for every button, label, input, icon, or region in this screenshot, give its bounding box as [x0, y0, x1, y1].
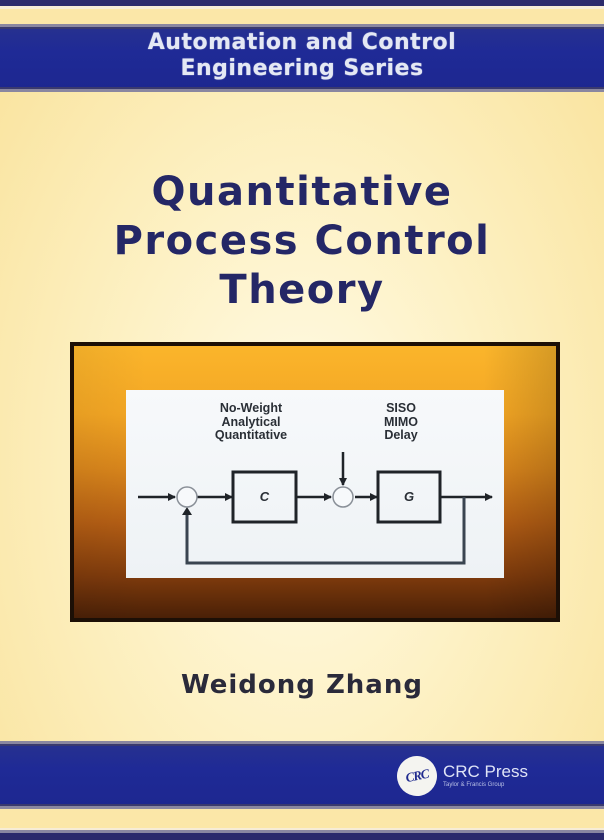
author-name: Weidong Zhang	[181, 670, 423, 700]
top-navy-edge	[0, 0, 604, 6]
publisher-band	[0, 744, 604, 806]
label-quantitative: Quantitative	[214, 428, 288, 442]
title-line-2: Process Control	[113, 218, 491, 264]
plant-block-label: G	[403, 489, 415, 504]
label-delay: Delay	[384, 428, 418, 442]
label-analytical: Analytical	[221, 414, 281, 429]
controller-labels: No-Weight Analytical Quantitative	[186, 401, 316, 443]
summing-junction-2	[332, 486, 354, 508]
top-light-line	[0, 6, 604, 9]
diagram-panel: No-Weight Analytical Quantitative SISO M…	[126, 390, 504, 578]
top-grey-line	[0, 24, 604, 27]
bottom-cream-strip	[0, 809, 604, 828]
title-line-1: Quantitative	[151, 169, 453, 215]
title-line-3: Theory	[219, 267, 385, 313]
label-mimo: MIMO	[383, 414, 419, 429]
series-line-2: Engineering Series	[180, 56, 424, 81]
series-band	[0, 27, 604, 89]
controller-block-label: C	[259, 489, 270, 504]
publisher-name: CRC Press	[443, 762, 529, 781]
publisher-logo: CRC CRC Press Taylor & Francis Group	[393, 752, 528, 800]
feedback-loop-diagram	[138, 452, 493, 565]
plant-labels: SISO MIMO Delay	[356, 401, 446, 443]
publisher-tagline: Taylor & Francis Group	[443, 782, 505, 788]
series-title: Automation and Control Engineering Serie…	[0, 30, 604, 82]
top-cream-strip	[0, 9, 604, 24]
series-line-1: Automation and Control	[147, 30, 457, 55]
book-title: Quantitative Process Control Theory	[0, 168, 604, 315]
bottom-navy-edge	[0, 833, 604, 840]
crc-logo-icon: CRC	[393, 752, 441, 800]
summing-junction-1	[176, 486, 198, 508]
bottom-grey-line	[0, 806, 604, 809]
bottom-grey-line-2	[0, 830, 604, 833]
diagram-frame: No-Weight Analytical Quantitative SISO M…	[70, 342, 560, 622]
publisher-text: CRC Press Taylor & Francis Group	[443, 763, 528, 789]
series-band-underline	[0, 89, 604, 92]
bottom-light-line	[0, 828, 604, 830]
label-no-weight: No-Weight	[219, 401, 283, 415]
label-siso: SISO	[386, 401, 416, 415]
bottom-band-overline	[0, 741, 604, 744]
